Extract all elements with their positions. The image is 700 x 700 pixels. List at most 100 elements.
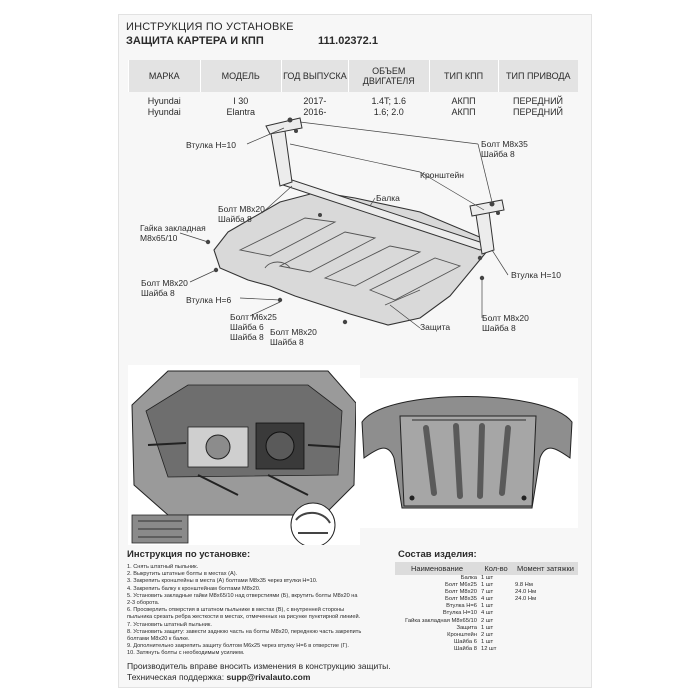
instruction-step: 6. Просверлить отверстия в штатном пыльн… [127,607,345,614]
spec-header-cell: МАРКА [128,60,201,92]
component-name: Болт М8х35 [445,596,477,603]
instruction-step: 10. Затянуть болты с необходимым усилием… [127,650,245,657]
callout-shayba-8: Шайба 8 [481,149,515,159]
callout-shayba-8: Шайба 8 [230,332,264,342]
callout-bolt-m8x20: Болт М8х20 [141,278,188,288]
component-qty: 4 шт [481,596,494,603]
spec-header-cell: ГОД ВЫПУСКА [280,60,349,92]
callout-bolt-m8x20: Болт М8х20 [482,313,529,323]
skid-plate-ribs [238,217,462,306]
component-name: Защита [456,624,477,631]
instruction-step: пыльника срезать ребра жесткости в места… [127,614,361,621]
callout-bolt-m6x25: Болт М6х25 [230,312,277,322]
spec-header-row: МАРКА МОДЕЛЬ ГОД ВЫПУСКА ОБЪЕМ ДВИГАТЕЛЯ… [128,60,578,92]
support-label: Техническая поддержка: [127,672,225,682]
component-name: Болт М8х20 [445,589,477,596]
callout-shayba-8: Шайба 8 [482,323,516,333]
assembly-diagram [179,117,509,329]
spec-row: Hyundai I 30 2017- 1.4T; 1.6 АКПП ПЕРЕДН… [129,92,579,107]
instructions-title: Инструкция по установке: [127,549,251,560]
component-torque [513,603,578,610]
instruction-step: 9. Дополнительно закрепить защиту болтом… [127,643,349,650]
component-torque [513,639,578,646]
components-row: Защита 1 шт [395,625,578,632]
callout-kronshtein: Кронштейн [420,170,464,180]
component-name: Втулка H=6 [446,603,477,610]
vehicle-spec-table: МАРКА МОДЕЛЬ ГОД ВЫПУСКА ОБЪЕМ ДВИГАТЕЛЯ… [128,60,578,118]
spec-cell: Elantra [226,107,255,117]
spec-header-cell: ТИП КПП [428,60,499,92]
components-row: Болт М8х20 7 шт 24.0 Нм [395,589,578,596]
component-name: Втулка H=10 [442,610,477,617]
components-table: Наименование Кол-во Момент затяжки Балка… [395,562,578,653]
instructions-list: 1. Снять штатный пыльник. 2. Выкрутить ш… [127,564,382,658]
component-torque: 24.0 Нм [515,589,537,596]
components-header-row: Наименование Кол-во Момент затяжки [395,562,578,575]
callout-zashchita: Защита [420,322,451,332]
instruction-step: 8. Установить защиту: завести заднюю час… [127,628,362,635]
support-email[interactable]: supp@rivalauto.com [226,672,311,682]
spec-cell: 2016- [303,107,327,117]
spec-cell: АКПП [451,96,476,106]
callout-shayba-8: Шайба 8 [270,337,304,347]
spec-cell: I 30 [233,96,249,106]
component-name: Шайба 6 [453,638,477,645]
callout-vtulka-h10-right: Втулка H=10 [511,270,561,280]
components-header-cell: Наименование [395,562,479,575]
component-qty: 2 шт [481,617,494,624]
component-name: Гайка закладная М8х65/10 [405,617,477,624]
part-number: 111.02372.1 [318,35,378,47]
callout-shayba-8: Шайба 8 [141,288,175,298]
callout-gayka-size: М8х65/10 [140,233,178,243]
spec-header-cell: ТИП ПРИВОДА [497,60,578,92]
component-torque [513,646,578,653]
component-name: Шайба 8 [453,645,477,652]
components-header-cell: Момент затяжки [513,562,578,575]
instruction-step: болтами М8х20 к балке. [127,636,190,643]
component-torque: 9.8 Нм [515,582,533,589]
component-torque [513,618,578,625]
instruction-step: 1. Снять штатный пыльник. [127,564,199,570]
doc-title-line1: ИНСТРУКЦИЯ ПО УСТАНОВКЕ [126,21,294,33]
component-qty: 2 шт [481,631,494,638]
callout-vtulka-h10-left: Втулка H=10 [186,140,236,150]
instruction-step: 2. Выкрутить штатные болты в местах (А). [127,571,238,578]
doc-title-line2: ЗАЩИТА КАРТЕРА И КПП [126,35,264,47]
component-qty: 4 шт [481,610,494,617]
instruction-step: 4. Закрепить балку к кронштейнам болтами… [127,585,261,592]
spec-cell: ПЕРЕДНИЙ [513,107,564,117]
spec-header-cell: ОБЪЕМ ДВИГАТЕЛЯ [347,60,430,92]
components-row: Гайка закладная М8х65/10 2 шт [395,618,578,625]
support-line: Техническая поддержка: supp@rivalauto.co… [127,672,310,682]
bracket-shapes [265,117,505,255]
component-qty: 1 шт [481,624,494,631]
component-qty: 7 шт [481,589,494,596]
instruction-step: 7. Установить штатный пыльник. [127,621,212,628]
component-qty: 1 шт [481,582,494,589]
callout-bolt-m8x20: Болт М8х20 [218,204,265,214]
callout-gayka-zakladnaya: Гайка закладная [140,223,206,233]
callout-shayba-6: Шайба 6 [230,322,264,332]
callout-bolt-m8x35: Болт М8х35 [481,139,528,149]
component-torque [513,632,578,639]
callout-balka: Балка [376,193,400,203]
spec-cell: Hyundai [147,96,181,106]
spec-row: Hyundai Elantra 2016- 1.6; 2.0 АКПП ПЕРЕ… [129,107,579,118]
callout-vtulka-h6: Втулка H=6 [186,295,232,305]
fasteners [205,117,500,325]
spec-cell: ПЕРЕДНИЙ [513,96,564,106]
components-header-cell: Кол-во [479,562,513,575]
callout-bolt-m8x20: Болт М8х20 [270,327,317,337]
component-torque [513,575,578,582]
component-torque [513,610,578,617]
instruction-step: 3. Закрепить кронштейны в места (А) болт… [127,578,318,585]
components-row: Втулка H=10 4 шт [395,610,578,617]
instruction-step: 5. Установить закладные гайки М8х65/10 н… [127,592,358,599]
component-torque [513,625,578,632]
